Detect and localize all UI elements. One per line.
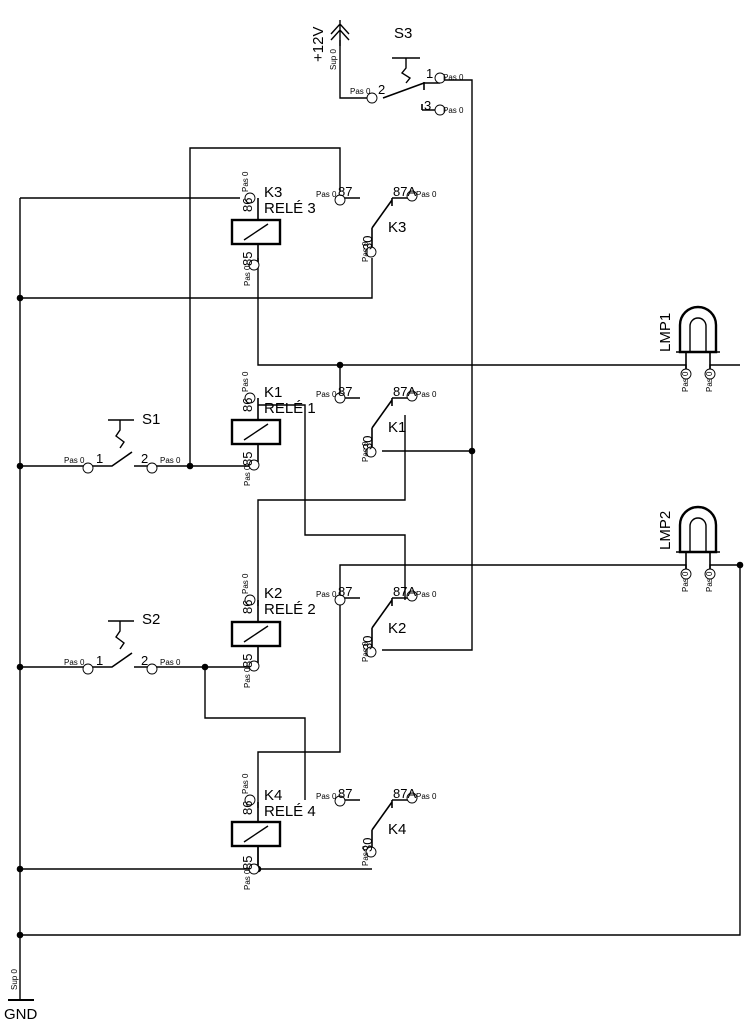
wires <box>19 40 741 1000</box>
svg-text:Pas 0: Pas 0 <box>416 590 437 599</box>
svg-text:30: 30 <box>360 236 375 250</box>
svg-text:85: 85 <box>240 252 255 266</box>
relay-k2: K2 RELÉ 2 86 85 Pas 0 Pas 0 87 87A 30 K2… <box>230 573 437 688</box>
lamp-lmp2-name: LMP2 <box>657 511 674 550</box>
svg-text:Pas 0: Pas 0 <box>705 371 714 392</box>
relay-k2-id: K2 <box>264 585 282 602</box>
svg-text:Pas 0: Pas 0 <box>241 371 250 392</box>
switch-s2: S2 1 2 Pas 0 Pas 0 <box>64 611 181 675</box>
relay-k1: K1 RELÉ 1 86 85 Pas 0 Pas 0 87 87A 30 K1… <box>230 371 437 486</box>
switch-s2-name: S2 <box>142 611 160 628</box>
supply-label: +12V <box>310 27 327 62</box>
svg-text:Pas 0: Pas 0 <box>241 171 250 192</box>
svg-text:87A: 87A <box>393 584 416 599</box>
svg-text:Pas 0: Pas 0 <box>416 390 437 399</box>
switch-s3: S3 2 1 3 Pas 0 Pas 0 Pas 0 <box>350 25 464 116</box>
s1-pin2: 2 <box>141 451 148 466</box>
svg-text:Pas 0: Pas 0 <box>243 869 252 890</box>
svg-text:87: 87 <box>338 184 352 199</box>
svg-text:Pas 0: Pas 0 <box>316 390 337 399</box>
s2-pin2: 2 <box>141 653 148 668</box>
svg-text:87: 87 <box>338 786 352 801</box>
svg-text:Pas 0: Pas 0 <box>416 792 437 801</box>
relay-k3: K3 RELÉ 3 86 85 Pas 0 Pas 0 87 87A 30 K3… <box>230 171 437 286</box>
ground-label: GND <box>4 1006 38 1023</box>
svg-text:Pas 0: Pas 0 <box>443 106 464 115</box>
svg-text:Pas 0: Pas 0 <box>316 190 337 199</box>
relay-k1-title: RELÉ 1 <box>264 400 316 417</box>
switch-s3-name: S3 <box>394 25 412 42</box>
s3-pin2: 2 <box>378 82 385 97</box>
svg-text:Pas 0: Pas 0 <box>316 792 337 801</box>
svg-text:Pas 0: Pas 0 <box>443 73 464 82</box>
relay-k1-id: K1 <box>264 384 282 401</box>
s2-pin1: 1 <box>96 653 103 668</box>
svg-text:30: 30 <box>360 636 375 650</box>
svg-text:Pas 0: Pas 0 <box>243 265 252 286</box>
svg-text:Pas 0: Pas 0 <box>705 571 714 592</box>
svg-text:87A: 87A <box>393 384 416 399</box>
switch-s1-name: S1 <box>142 411 160 428</box>
svg-text:85: 85 <box>240 856 255 870</box>
svg-text:87: 87 <box>338 384 352 399</box>
svg-text:85: 85 <box>240 654 255 668</box>
svg-text:30: 30 <box>360 838 375 852</box>
lamp-lmp1-name: LMP1 <box>657 313 674 352</box>
ground-symbol: Sup 0 GND <box>4 969 38 1023</box>
switch-s1: S1 1 2 Pas 0 Pas 0 <box>64 411 181 474</box>
relay-k4-title: RELÉ 4 <box>264 803 316 820</box>
svg-text:Pas 0: Pas 0 <box>160 658 181 667</box>
supply-symbol: +12V Sup 0 <box>310 20 350 70</box>
relay-k4: K4 RELÉ 4 86 85 Pas 0 Pas 0 87 87A 30 K4… <box>230 773 437 890</box>
lamp-lmp2: LMP2 Pas 0 Pas 0 <box>657 505 720 592</box>
svg-text:86: 86 <box>240 600 255 614</box>
svg-text:87: 87 <box>338 584 352 599</box>
svg-text:86: 86 <box>240 398 255 412</box>
svg-text:Pas 0: Pas 0 <box>241 573 250 594</box>
s3-pin3: 3 <box>424 98 431 113</box>
svg-text:Pas 0: Pas 0 <box>316 590 337 599</box>
svg-text:Pas 0: Pas 0 <box>243 465 252 486</box>
svg-text:85: 85 <box>240 452 255 466</box>
contact-k1-label: K1 <box>388 419 406 436</box>
relay-k4-id: K4 <box>264 787 282 804</box>
svg-text:Pas 0: Pas 0 <box>64 456 85 465</box>
svg-text:Pas 0: Pas 0 <box>361 641 370 662</box>
svg-text:87A: 87A <box>393 786 416 801</box>
relay-k3-id: K3 <box>264 184 282 201</box>
svg-text:86: 86 <box>240 801 255 815</box>
s3-pin1: 1 <box>426 66 433 81</box>
ground-sup-label: Sup 0 <box>10 969 19 990</box>
svg-text:86: 86 <box>240 198 255 212</box>
svg-text:87A: 87A <box>393 184 416 199</box>
svg-text:Pas 0: Pas 0 <box>416 190 437 199</box>
svg-text:Pas 0: Pas 0 <box>361 241 370 262</box>
relay-k2-title: RELÉ 2 <box>264 601 316 618</box>
svg-text:Pas 0: Pas 0 <box>361 441 370 462</box>
svg-text:30: 30 <box>360 436 375 450</box>
svg-text:Pas 0: Pas 0 <box>350 87 371 96</box>
svg-text:Pas 0: Pas 0 <box>241 773 250 794</box>
svg-text:Pas 0: Pas 0 <box>361 845 370 866</box>
svg-text:Pas 0: Pas 0 <box>64 658 85 667</box>
svg-text:Pas 0: Pas 0 <box>243 667 252 688</box>
svg-text:Pas 0: Pas 0 <box>681 371 690 392</box>
svg-text:Pas 0: Pas 0 <box>160 456 181 465</box>
lamp-lmp1: LMP1 Pas 0 Pas 0 <box>657 305 720 392</box>
contact-k4-label: K4 <box>388 821 406 838</box>
contact-k3-label: K3 <box>388 219 406 236</box>
supply-sup-label: Sup 0 <box>329 49 338 70</box>
relay-k3-title: RELÉ 3 <box>264 200 316 217</box>
contact-k2-label: K2 <box>388 620 406 637</box>
svg-text:Pas 0: Pas 0 <box>681 571 690 592</box>
s1-pin1: 1 <box>96 451 103 466</box>
